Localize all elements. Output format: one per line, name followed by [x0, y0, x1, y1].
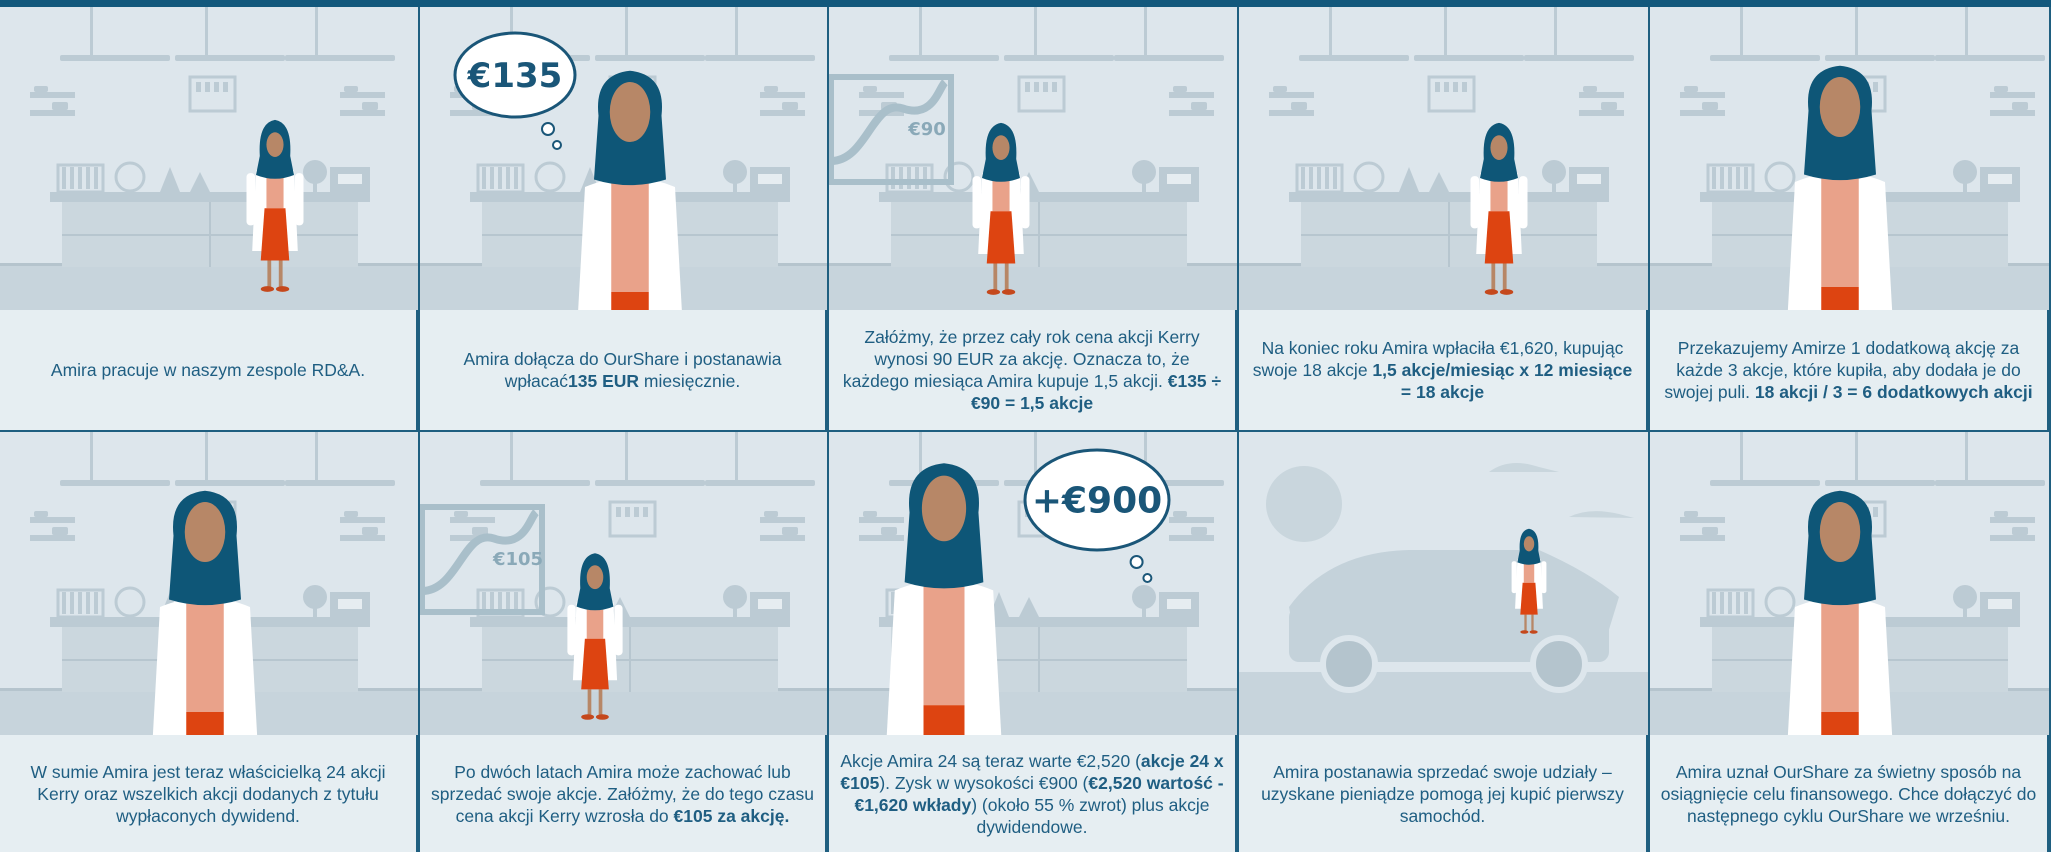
thought-bubble: €135 [453, 31, 577, 150]
panel-caption: Akcje Amira 24 są teraz warte €2,520 (ak… [829, 735, 1237, 852]
caption-emphasis: 1,5 akcje/miesiąc x 12 miesiące = 18 akc… [1372, 360, 1633, 402]
caption-segment: ) (około 55 % zwrot) plus akcje dywidend… [971, 795, 1210, 837]
amira-figure [1470, 122, 1528, 295]
panel-caption: Załóżmy, że przez cały rok cena akcji Ke… [829, 310, 1237, 430]
caption-segment: Akcje Amira 24 są teraz warte €2,520 ( [840, 751, 1141, 771]
panel-caption: Amira dołącza do OurShare i postanawia w… [420, 310, 827, 430]
story-panel-1: Amira pracuje w naszym zespole RD&A. [0, 7, 420, 432]
amira-figure-closeup [1787, 490, 1893, 735]
caption-text: Amira dołącza do OurShare i postanawia w… [430, 348, 815, 392]
caption-segment: Przekazujemy Amirze 1 dodatkową akcję za… [1664, 338, 2021, 402]
caption-text: Amira pracuje w naszym zespole RD&A. [51, 359, 365, 381]
story-panel-4: Na koniec roku Amira wpłaciła €1,620, ku… [1239, 7, 1650, 432]
caption-segment: Amira postanawia sprzedać swoje udziały … [1261, 762, 1624, 826]
story-panel-7: €105 Po dwóch latach Amira może zachować … [420, 432, 829, 852]
lab-background [0, 7, 418, 310]
panel-caption: W sumie Amira jest teraz właścicielką 24… [0, 735, 418, 852]
lab-background [829, 7, 1237, 310]
caption-segment: W sumie Amira jest teraz właścicielką 24… [30, 762, 386, 826]
panel-scene: +€900 [829, 432, 1237, 735]
lab-background [420, 432, 827, 735]
story-panel-10: Amira uznał OurShare za świetny sposób n… [1650, 432, 2051, 852]
caption-emphasis: €105 za akcję. [673, 806, 790, 826]
panel-scene: €105 [420, 432, 827, 735]
caption-text: Załóżmy, że przez cały rok cena akcji Ke… [839, 326, 1225, 414]
caption-emphasis: 18 akcji / 3 = 6 dodatkowych akcji [1754, 382, 2033, 402]
bubble-amount: +€900 [1032, 481, 1162, 522]
panel-caption: Amira postanawia sprzedać swoje udziały … [1239, 735, 1648, 852]
story-panel-5: Przekazujemy Amirze 1 dodatkową akcję za… [1650, 7, 2051, 432]
caption-segment: Amira pracuje w naszym zespole RD&A. [50, 360, 366, 380]
caption-segment: Po dwóch latach Amira może zachować lub … [431, 762, 814, 826]
stock-price-label: €90 [907, 119, 946, 140]
caption-emphasis: akcje 24 x €105 [840, 751, 1224, 793]
caption-emphasis: 135 EUR [568, 371, 640, 391]
caption-text: Amira postanawia sprzedać swoje udziały … [1249, 761, 1636, 827]
caption-segment: ). Zysk w wysokości €900 ( [879, 773, 1089, 793]
caption-segment: Załóżmy, że przez cały rok cena akcji Ke… [842, 327, 1200, 391]
panel-scene [1650, 432, 2049, 735]
panel-scene: €90 [829, 7, 1237, 310]
stock-price-label: €105 [492, 549, 543, 570]
amira-figure [972, 122, 1030, 295]
caption-text: Amira uznał OurShare za świetny sposób n… [1660, 761, 2037, 827]
caption-text: Po dwóch latach Amira może zachować lub … [430, 761, 815, 827]
caption-emphasis: €2,520 wartość - €1,620 wkłady [854, 773, 1224, 815]
caption-text: Przekazujemy Amirze 1 dodatkową akcję za… [1660, 337, 2037, 403]
story-panel-6: W sumie Amira jest teraz właścicielką 24… [0, 432, 420, 852]
caption-text: W sumie Amira jest teraz właścicielką 24… [10, 761, 406, 827]
caption-segment: Amira dołącza do OurShare i postanawia w… [463, 349, 782, 391]
story-panel-9: Amira postanawia sprzedać swoje udziały … [1239, 432, 1650, 852]
caption-segment: Na koniec roku Amira wpłaciła €1,620, ku… [1252, 338, 1624, 380]
panel-caption: Amira uznał OurShare za świetny sposób n… [1650, 735, 2049, 852]
lab-background [1239, 7, 1648, 310]
caption-segment: Amira uznał OurShare za świetny sposób n… [1660, 762, 2037, 826]
amira-figure-closeup [578, 70, 682, 310]
amira-figure [246, 119, 304, 292]
panel-caption: Na koniec roku Amira wpłaciła €1,620, ku… [1239, 310, 1648, 430]
amira-figure [1511, 528, 1547, 634]
caption-text: Na koniec roku Amira wpłaciła €1,620, ku… [1249, 337, 1636, 403]
panel-scene [1239, 432, 1648, 735]
panel-scene: €135 [420, 7, 827, 310]
amira-figure-closeup [1787, 65, 1893, 310]
panel-scene [1650, 7, 2049, 310]
amira-figure-closeup [886, 463, 1002, 735]
thought-bubble: +€900 [1023, 448, 1171, 583]
stock-chart-board: €90 [829, 74, 954, 185]
amira-figure-closeup [152, 490, 258, 735]
comic-strip-grid: Amira pracuje w naszym zespole RD&A. €135… [0, 7, 2051, 852]
panel-scene [0, 432, 418, 735]
panel-scene [0, 7, 418, 310]
top-frame-bar [0, 0, 2051, 7]
panel-caption: Przekazujemy Amirze 1 dodatkową akcję za… [1650, 310, 2049, 430]
caption-segment: miesięcznie. [639, 371, 741, 391]
panel-caption: Po dwóch latach Amira może zachować lub … [420, 735, 827, 852]
panel-scene [1239, 7, 1648, 310]
panel-caption: Amira pracuje w naszym zespole RD&A. [0, 310, 418, 430]
stock-chart-board: €105 [420, 504, 545, 615]
caption-text: Akcje Amira 24 są teraz warte €2,520 (ak… [839, 750, 1225, 838]
caption-emphasis: €135 ÷ €90 = 1,5 akcje [970, 371, 1222, 413]
amira-figure [567, 553, 623, 720]
bubble-amount: €135 [467, 56, 563, 96]
